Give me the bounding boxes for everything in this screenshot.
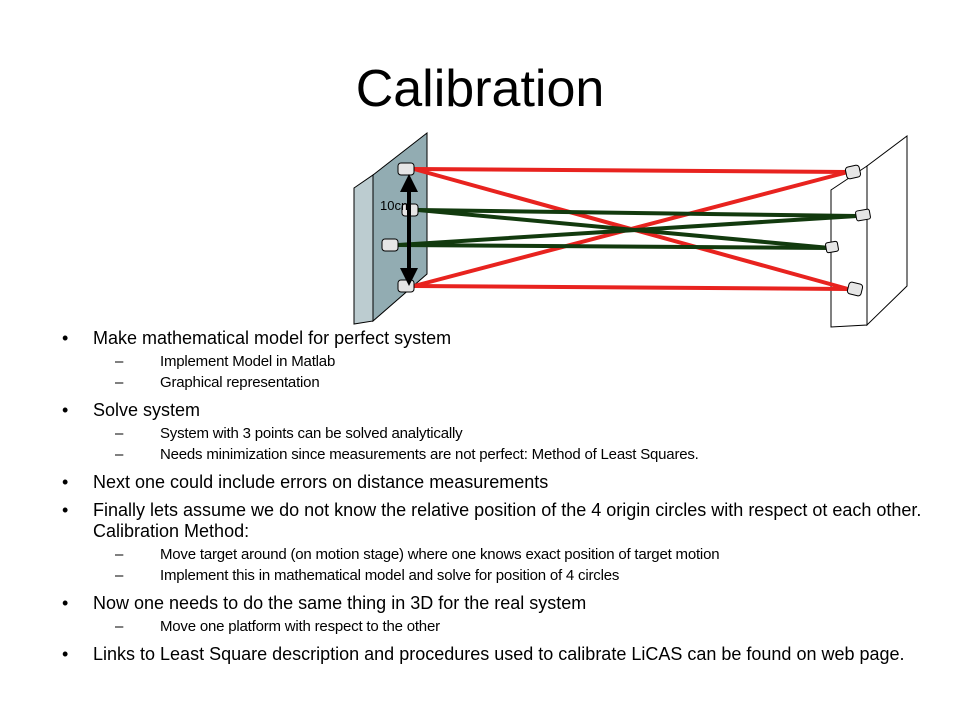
sub-bullet-marker: – bbox=[115, 353, 124, 370]
calibration-diagram: 10cm bbox=[353, 131, 908, 328]
emitter-cylinder bbox=[381, 238, 399, 252]
bullet-item: • Next one could include errors on distan… bbox=[62, 472, 922, 493]
bullet-item: • Solve system – System with 3 points can b… bbox=[62, 400, 922, 465]
green-beams bbox=[396, 208, 859, 250]
dimension-arrow bbox=[400, 174, 418, 286]
sub-bullet-marker: – bbox=[115, 446, 124, 463]
right-receivers bbox=[825, 164, 871, 297]
sub-bullet-list: – Move target around (on motion stage) wh… bbox=[93, 544, 922, 586]
sub-bullet-marker: – bbox=[115, 567, 124, 584]
slide-title: Calibration bbox=[355, 60, 605, 118]
arrow-head-down bbox=[400, 268, 418, 286]
bullet-text: Next one could include errors on distanc… bbox=[93, 472, 549, 492]
receiver-cylinder bbox=[825, 240, 839, 254]
bullet-text: Make mathematical model for perfect syst… bbox=[93, 328, 452, 348]
sub-bullet-item: – Move target around (on motion stage) wh… bbox=[115, 544, 922, 565]
bullet-marker: • bbox=[62, 593, 69, 613]
sub-bullet-item: – Move one platform with respect to the o… bbox=[115, 616, 922, 637]
sub-bullet-item: – System with 3 points can be solved anal… bbox=[115, 423, 922, 444]
bullet-marker: • bbox=[62, 328, 69, 348]
receiver-cylinder bbox=[844, 164, 862, 180]
sub-bullet-list: – System with 3 points can be solved anal… bbox=[93, 423, 922, 465]
sub-bullet-list: – Implement Model in Matlab – Graphical rep… bbox=[93, 351, 922, 393]
bullet-text: Solve system bbox=[93, 400, 201, 420]
sub-bullet-text: Implement Model in Matlab bbox=[160, 353, 336, 370]
sub-bullet-text: Move target around (on motion stage) whe… bbox=[160, 546, 720, 563]
bullet-item: • Make mathematical model for perfect sys… bbox=[62, 328, 922, 393]
bullet-marker: • bbox=[62, 472, 69, 492]
left-platform-face bbox=[372, 131, 428, 323]
bullet-text: Finally lets assume we do not know the r… bbox=[93, 500, 922, 541]
sub-bullet-marker: – bbox=[115, 374, 124, 391]
bullet-item: • Links to Least Square description and p… bbox=[62, 644, 922, 665]
sub-bullet-item: – Implement Model in Matlab bbox=[115, 351, 922, 372]
sub-bullet-item: – Graphical representation bbox=[115, 372, 922, 393]
sub-bullet-list: – Move one platform with respect to the o… bbox=[93, 616, 922, 637]
bullet-marker: • bbox=[62, 500, 69, 520]
sub-bullet-text: Graphical representation bbox=[160, 374, 320, 391]
red-beam bbox=[412, 167, 850, 174]
sub-bullet-marker: – bbox=[115, 618, 124, 635]
dimension-label: 10cm bbox=[380, 198, 412, 213]
green-beam bbox=[396, 214, 859, 247]
emitter-cylinder bbox=[397, 162, 415, 176]
sub-bullet-item: – Implement this in mathematical model an… bbox=[115, 565, 922, 586]
receiver-cylinder bbox=[846, 281, 864, 297]
bullet-list: • Make mathematical model for perfect sys… bbox=[62, 328, 922, 665]
sub-bullet-marker: – bbox=[115, 425, 124, 442]
emitter-cylinder bbox=[397, 279, 415, 293]
sub-bullet-text: Needs minimization since measurements ar… bbox=[160, 446, 699, 463]
bullet-text: Links to Least Square description and pr… bbox=[93, 644, 905, 664]
bullet-text: Now one needs to do the same thing in 3D… bbox=[93, 593, 587, 613]
sub-bullet-marker: – bbox=[115, 546, 124, 563]
green-beam bbox=[416, 208, 859, 218]
sub-bullet-text: Move one platform with respect to the ot… bbox=[160, 618, 440, 635]
left-platform-side bbox=[353, 174, 374, 325]
bullet-item: • Finally lets assume we do not know the … bbox=[62, 500, 922, 586]
sub-bullet-item: – Needs minimization since measurements a… bbox=[115, 444, 922, 465]
sub-bullet-text: System with 3 points can be solved analy… bbox=[160, 425, 463, 442]
arrow-head-up bbox=[400, 174, 418, 192]
green-beam bbox=[396, 243, 832, 250]
bullet-marker: • bbox=[62, 400, 69, 420]
right-platform-side bbox=[866, 135, 908, 327]
receiver-cylinder bbox=[855, 208, 871, 222]
left-emitters bbox=[381, 162, 419, 293]
bullet-item: • Now one needs to do the same thing in 3… bbox=[62, 593, 922, 637]
bullet-marker: • bbox=[62, 644, 69, 664]
sub-bullet-text: Implement this in mathematical model and… bbox=[160, 567, 620, 584]
red-beam bbox=[412, 284, 850, 291]
